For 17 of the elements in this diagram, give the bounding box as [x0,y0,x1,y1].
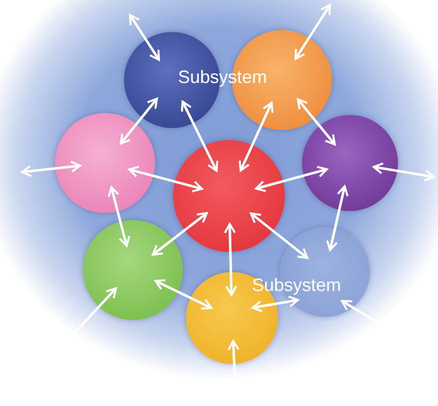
double-arrow [180,100,218,172]
double-arrow [372,162,435,182]
double-arrow [128,14,160,61]
double-arrow [154,279,212,310]
double-arrow [326,185,349,252]
double-arrow [120,98,158,145]
double-arrow [250,212,308,260]
double-arrow [296,98,336,146]
double-arrow [128,166,203,192]
double-arrow [252,296,299,312]
double-arrow [108,186,130,247]
double-arrow [255,166,328,192]
double-arrow [294,4,332,60]
double-arrow [238,102,274,172]
double-arrow [152,212,208,256]
double-arrow [224,223,238,296]
double-arrow [21,160,82,178]
